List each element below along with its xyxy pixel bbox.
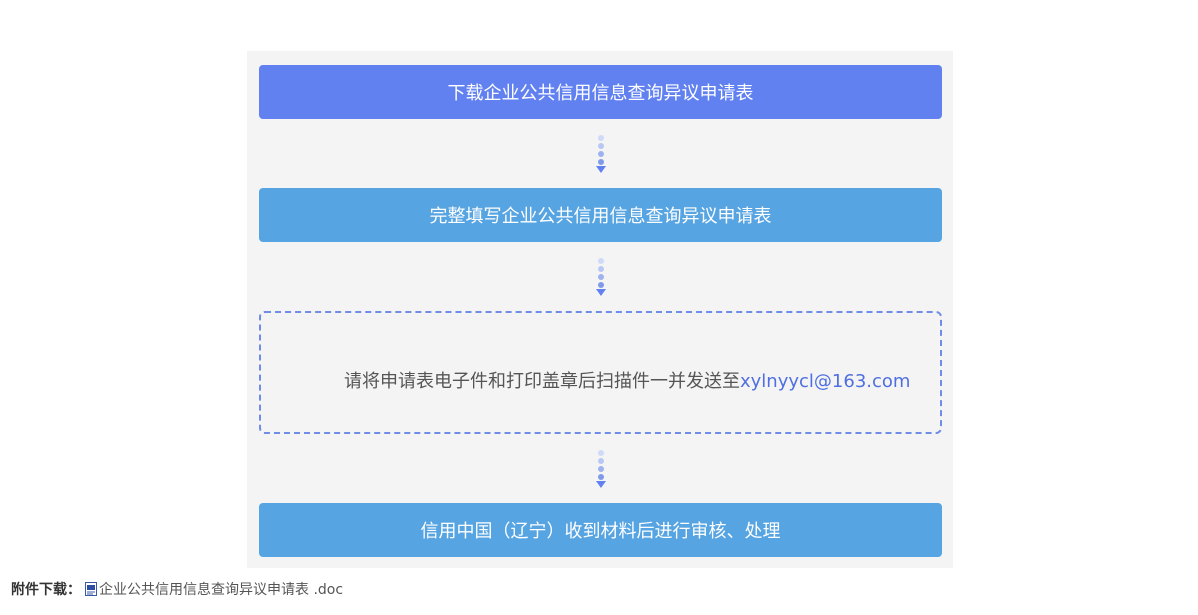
- word-doc-icon-graphic: [85, 582, 97, 596]
- flow-connector-2: [595, 256, 607, 300]
- word-doc-icon[interactable]: [85, 582, 97, 596]
- step-download-form[interactable]: 下载企业公共信用信息查询异议申请表: [259, 65, 942, 119]
- arrow-down-icon: [596, 166, 606, 173]
- flow-connector-1: [595, 133, 607, 177]
- attachment-download: 附件下载： 企业公共信用信息查询异议申请表 .doc: [11, 579, 343, 599]
- step-review-process: 信用中国（辽宁）收到材料后进行审核、处理: [259, 503, 942, 557]
- arrow-down-icon: [596, 289, 606, 296]
- step-review-process-label: 信用中国（辽宁）收到材料后进行审核、处理: [420, 521, 781, 542]
- step-send-email: 请将申请表电子件和打印盖章后扫描件一并发送至xylnyycl@163.com: [259, 311, 942, 434]
- connector-dot: [598, 474, 604, 480]
- step-download-form-label: 下载企业公共信用信息查询异议申请表: [447, 83, 754, 104]
- step-fill-form-label: 完整填写企业公共信用信息查询异议申请表: [429, 206, 772, 227]
- step-send-email-text: 请将申请表电子件和打印盖章后扫描件一并发送至xylnyycl@163.com: [344, 367, 910, 393]
- attachment-label: 附件下载：: [11, 582, 81, 598]
- step-send-email-label: 请将申请表电子件和打印盖章后扫描件一并发送至: [344, 371, 740, 392]
- connector-dot: [598, 151, 604, 157]
- email-address[interactable]: xylnyycl@163.com: [740, 371, 911, 392]
- connector-dot: [598, 258, 604, 264]
- connector-dot: [598, 159, 604, 165]
- step-fill-form: 完整填写企业公共信用信息查询异议申请表: [259, 188, 942, 242]
- flow-connector-3: [595, 448, 607, 492]
- connector-dot: [598, 458, 604, 464]
- connector-dot: [598, 143, 604, 149]
- arrow-down-icon: [596, 481, 606, 488]
- connector-dot: [598, 266, 604, 272]
- connector-dot: [598, 274, 604, 280]
- process-flow-panel: 下载企业公共信用信息查询异议申请表 完整填写企业公共信用信息查询异议申请表 请将…: [247, 51, 953, 568]
- connector-dot: [598, 466, 604, 472]
- connector-dot: [598, 450, 604, 456]
- connector-dot: [598, 135, 604, 141]
- attachment-file-link[interactable]: 企业公共信用信息查询异议申请表 .doc: [99, 582, 344, 598]
- connector-dot: [598, 282, 604, 288]
